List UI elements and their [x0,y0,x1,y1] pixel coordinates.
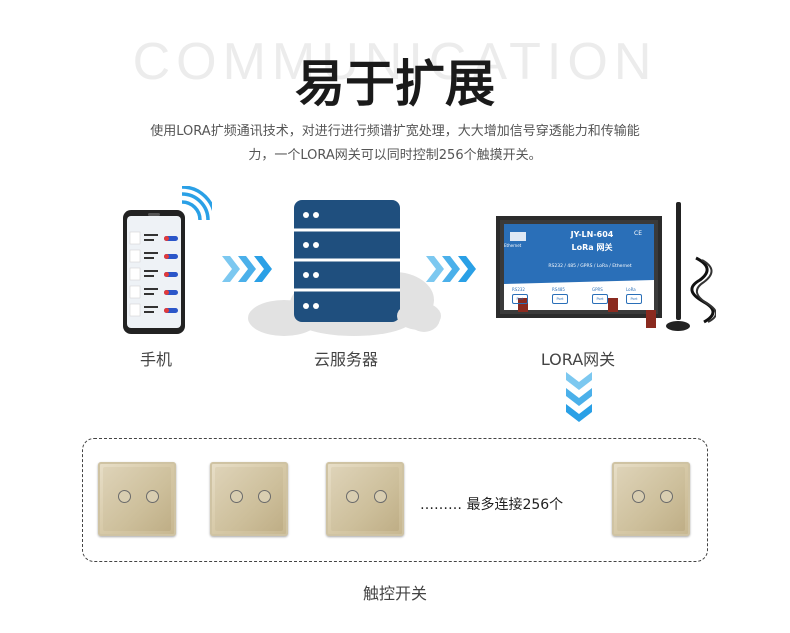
touch-switch [326,462,404,536]
gateway-name: LoRa 网关 [571,243,613,252]
lora-gateway-device: JY-LN-604 LoRa 网关 CE Ethernet RS232 / 48… [496,198,716,338]
page-title: 易于扩展 [295,55,495,113]
touch-switch [612,462,690,536]
arrow-right-icon [222,256,272,282]
background-word: COMMUNICATION [132,33,658,91]
switch-button-icon [258,490,271,503]
touch-switch [98,462,176,536]
arrow-down-icon [566,372,592,422]
ce-mark: CE [634,230,642,237]
switch-button-icon [660,490,673,503]
arrow-right-icon [426,256,476,282]
switch-group-box [82,438,708,562]
port-label: LoRa [626,287,636,292]
port-slot: Port [552,294,568,304]
cloud-server-illustration [248,200,441,336]
port-slot: Port [592,294,608,304]
switch-button-icon [346,490,359,503]
port-label: GPRS [592,287,603,292]
description-line-2: 力，一个LORA网关可以同时控制256个触摸开关。 [248,148,542,163]
switch-button-icon [632,490,645,503]
max-connection-text: ……… 最多连接256个 [420,497,564,513]
description: 使用LORA扩频通讯技术，对进行进行频谱扩宽处理，大大增加信号穿透能力和传输能 … [80,120,710,168]
gateway-model: JY-LN-604 [570,230,614,239]
port-label: RS232 [512,287,525,292]
antenna-icon [666,202,716,331]
switches-label: 触控开关 [362,584,427,603]
phone-label: 手机 [139,350,172,369]
phone-illustration [123,186,212,334]
switch-button-icon [118,490,131,503]
switch-button-icon [374,490,387,503]
port-label: RS485 [552,287,565,292]
switch-button-icon [230,490,243,503]
cloud-label: 云服务器 [313,350,378,369]
gateway-label: LORA网关 [540,350,616,369]
port-slot: Port [626,294,642,304]
description-line-1: 使用LORA扩频通讯技术，对进行进行频谱扩宽处理，大大增加信号穿透能力和传输能 [150,124,640,139]
touch-switch [210,462,288,536]
server-icon [294,200,400,322]
wifi-icon [181,186,212,221]
switch-button-icon [146,490,159,503]
gateway-interfaces: RS232 / 485 / GPRS / LoRa / Ethernet [548,264,632,269]
gateway-brand-sub: Ethernet [504,243,522,248]
port-slot: Port [512,294,528,304]
